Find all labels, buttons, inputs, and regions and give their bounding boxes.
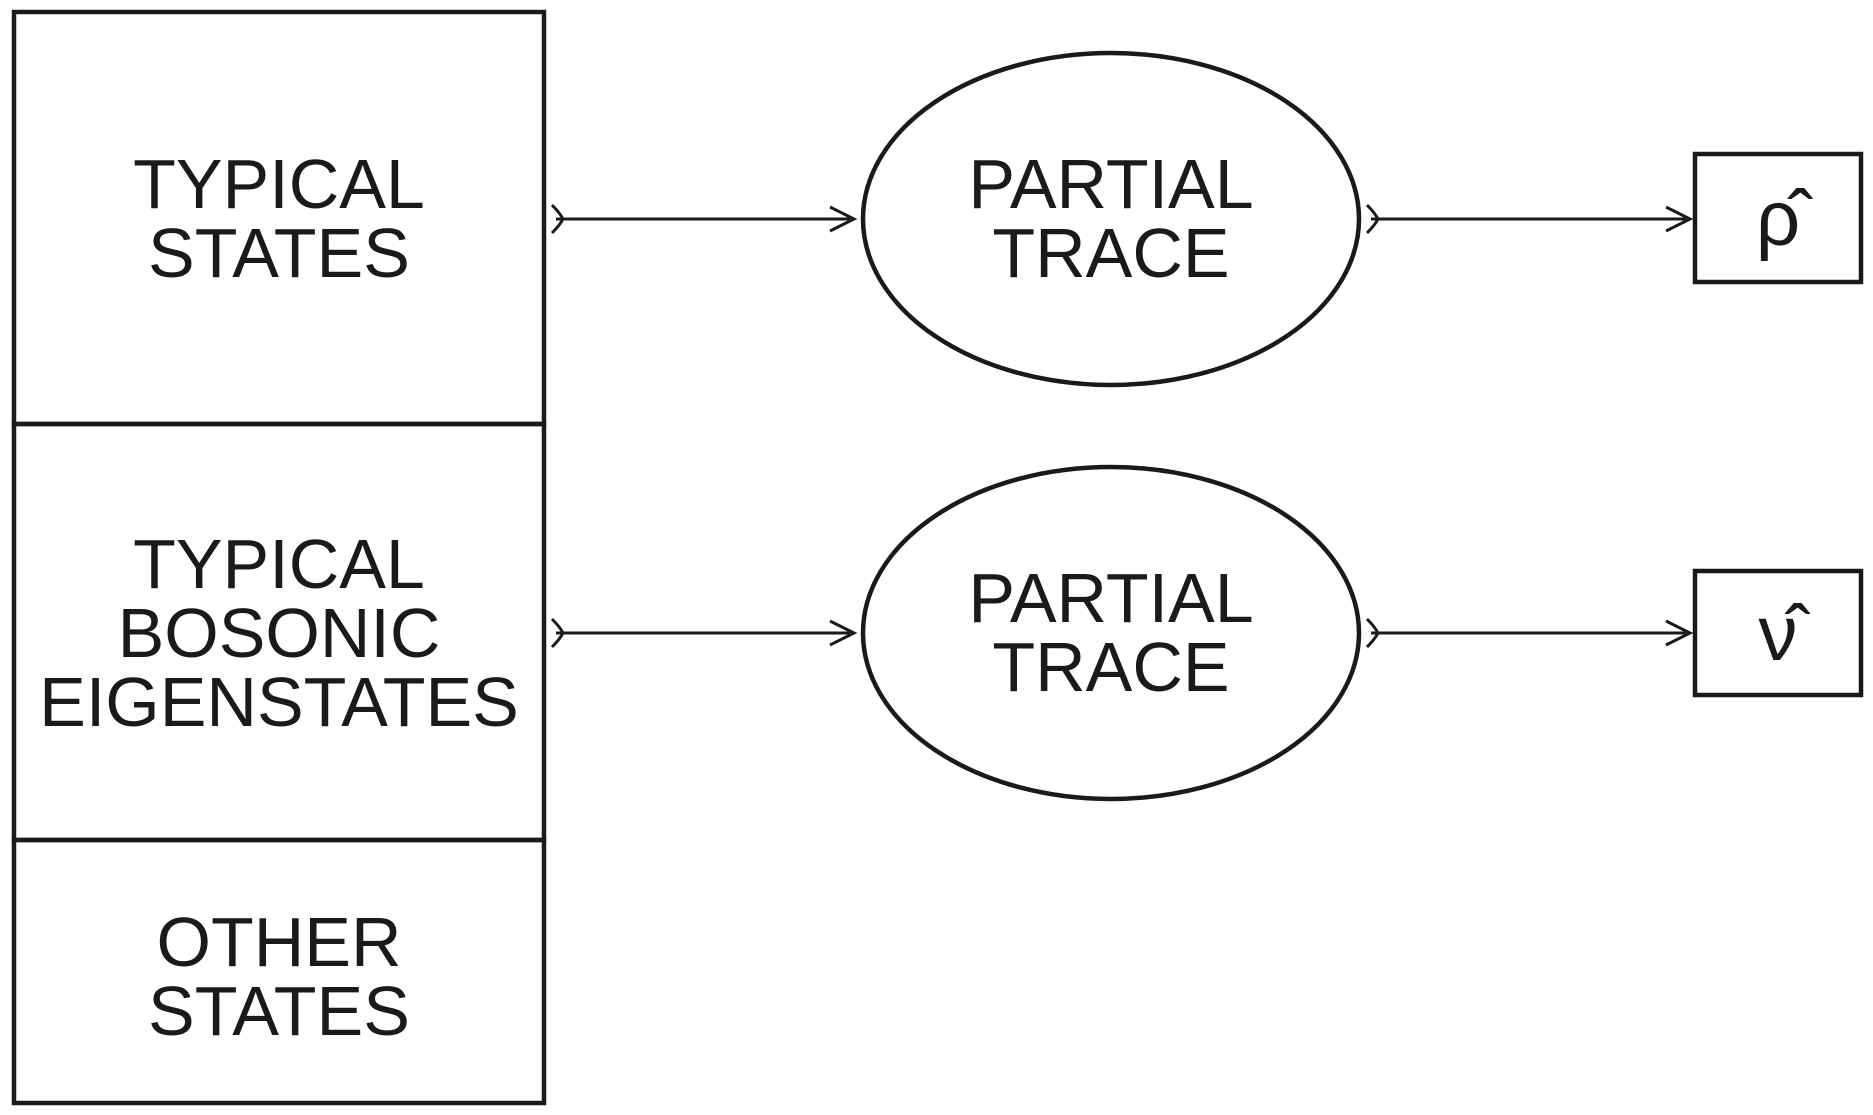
typical-states-label-line1: TYPICAL [133, 145, 425, 223]
top-flow: PARTIAL TRACE ρ̂ [550, 50, 1864, 388]
partial-trace-top-line1: PARTIAL [968, 145, 1253, 223]
rho-output-box [1692, 151, 1864, 285]
arrow-head-top-left [829, 205, 858, 233]
typical-states-label-line2: STATES [148, 214, 410, 292]
partial-trace-top [860, 50, 1362, 388]
bosonic-label-line2: BOSONIC [118, 594, 441, 672]
bottom-flow: PARTIAL TRACE ν̂ [550, 464, 1864, 802]
other-states-label-line2: STATES [148, 972, 410, 1050]
partial-trace-bottom-line1: PARTIAL [968, 559, 1253, 637]
other-states-label-line1: OTHER [157, 903, 402, 981]
nu-output-box [1692, 568, 1864, 698]
bosonic-label-line3: EIGENSTATES [39, 663, 519, 741]
bosonic-label-line1: TYPICAL [133, 525, 425, 603]
partial-trace-bottom [860, 464, 1362, 802]
arrow-head-bottom-left [829, 619, 858, 647]
partial-trace-top-line2: TRACE [992, 214, 1229, 292]
nu-symbol: ν̂ [1759, 589, 1811, 677]
states-column: TYPICAL STATES TYPICAL BOSONIC EIGENSTAT… [11, 9, 547, 1106]
other-states-box [11, 837, 547, 1106]
arrow-head-top-right [1665, 205, 1694, 233]
arrow-head-bottom-right [1665, 619, 1694, 647]
partial-trace-bottom-line2: TRACE [992, 628, 1229, 706]
rho-symbol: ρ̂ [1756, 174, 1813, 262]
